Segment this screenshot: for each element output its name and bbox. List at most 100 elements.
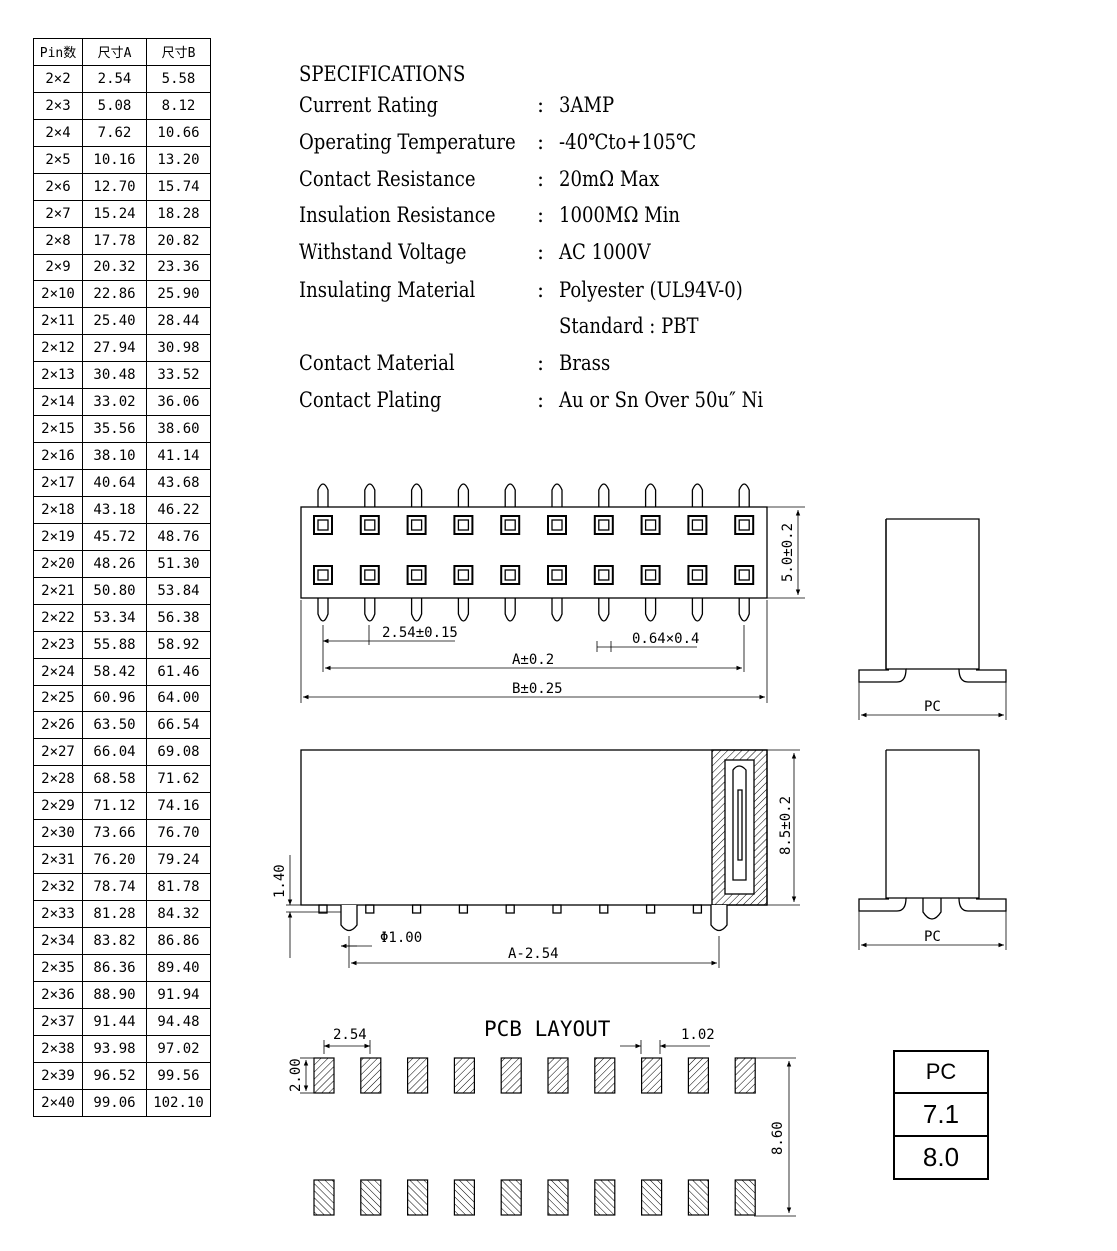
size-a-cell: 78.74 — [82, 873, 147, 901]
size-b-cell: 30.98 — [146, 334, 211, 363]
pin-count-cell: 2×26 — [33, 711, 83, 740]
spec-colon: : — [537, 388, 545, 412]
spec-colon: : — [537, 130, 545, 154]
pin-tail — [691, 598, 704, 622]
pin-count-cell: 2×6 — [33, 172, 83, 201]
size-b-cell: 43.68 — [146, 469, 211, 497]
pcb-pad — [594, 1179, 616, 1216]
pin-tail — [551, 598, 563, 622]
pc-table-value: 8.0 — [893, 1135, 989, 1180]
pin-count-cell: 2×8 — [33, 226, 83, 255]
pcb-pad — [640, 1057, 663, 1094]
size-a-cell: 20.32 — [82, 253, 147, 282]
pcb-pad — [500, 1179, 522, 1216]
pcb-pad — [313, 1179, 335, 1216]
pcb-pad — [360, 1179, 382, 1216]
contact-hole — [547, 515, 567, 535]
size-b-cell: 53.84 — [146, 576, 211, 605]
contact-hole-inner — [691, 519, 704, 531]
pin-count-cell: 2×38 — [33, 1034, 83, 1063]
spec-value: Standard : PBT — [559, 314, 699, 338]
contact-hole-inner — [504, 569, 516, 581]
contact-hole — [593, 515, 614, 535]
pin-count-cell: 2×9 — [33, 253, 83, 282]
contact-hole — [453, 515, 474, 535]
spec-value: 20mΩ Max — [559, 167, 660, 191]
pcb-layout-title: PCB LAYOUT — [484, 1017, 611, 1041]
size-b-cell: 5.58 — [146, 64, 211, 93]
size-b-cell: 94.48 — [146, 1007, 211, 1036]
contact-hole-inner — [644, 569, 657, 581]
pin-tip — [598, 483, 610, 507]
side-pin — [365, 904, 375, 914]
contact-hole-inner — [738, 569, 750, 581]
size-a-cell: 53.34 — [82, 603, 147, 632]
size-b-cell: 79.24 — [146, 846, 211, 875]
size-b-cell: 81.78 — [146, 873, 211, 901]
pin-tip — [644, 483, 657, 507]
pcb-pad — [547, 1179, 569, 1216]
size-a-cell: 10.16 — [82, 145, 147, 174]
size-b-cell: 58.92 — [146, 630, 211, 659]
contact-hole — [406, 565, 427, 585]
spec-value: Au or Sn Over 50u″ Ni — [559, 388, 764, 412]
pin-tail — [317, 598, 329, 622]
pin-tail — [644, 598, 657, 622]
pin-tail — [598, 598, 610, 622]
contact-hole — [640, 515, 661, 535]
side-pin — [318, 904, 328, 914]
spec-label: Contact Material — [299, 351, 455, 375]
pcb-pad — [687, 1179, 710, 1216]
size-a-cell: 7.62 — [82, 118, 147, 147]
pcb-pad — [734, 1057, 756, 1094]
pcb-pad — [407, 1057, 429, 1094]
pcb-pitch-label: 2.54 — [333, 1027, 367, 1043]
size-a-cell: 48.26 — [82, 549, 147, 578]
pin-count-cell: 2×27 — [33, 738, 83, 767]
contact-hole-inner — [504, 519, 516, 531]
pin-count-cell: 2×21 — [33, 576, 83, 605]
contact-hole-inner — [317, 519, 329, 531]
size-a-cell: 99.06 — [82, 1088, 147, 1117]
header-pin-count: Pin数 — [33, 38, 83, 66]
spec-colon: : — [537, 278, 545, 302]
contact-hole-inner — [738, 519, 750, 531]
size-b-cell: 91.94 — [146, 980, 211, 1009]
size-a-cell: 22.86 — [82, 280, 147, 309]
dimension-a-label: A±0.2 — [512, 652, 554, 668]
contact-hole-inner — [551, 569, 563, 581]
pin-count-cell: 2×34 — [33, 926, 83, 955]
pin-count-cell: 2×3 — [33, 91, 83, 120]
contact-hole-inner — [551, 519, 563, 531]
pin-count-cell: 2×4 — [33, 118, 83, 147]
side-view — [286, 749, 800, 968]
pin-count-cell: 2×10 — [33, 280, 83, 309]
size-b-cell: 66.54 — [146, 711, 211, 740]
pin-tail — [504, 598, 516, 622]
pcb-pad — [453, 1179, 475, 1216]
size-a-cell: 76.20 — [82, 846, 147, 875]
size-a-cell: 40.64 — [82, 469, 147, 497]
pin-count-cell: 2×37 — [33, 1007, 83, 1036]
pcb-pad — [594, 1057, 616, 1094]
spec-label: Insulating Material — [299, 278, 476, 302]
pcb-pad — [547, 1057, 569, 1094]
pcb-pad-width-label: 1.02 — [681, 1027, 715, 1043]
contact-hole — [640, 565, 661, 585]
pin-tip — [504, 483, 516, 507]
pin-size-label: 0.64×0.4 — [632, 631, 699, 647]
